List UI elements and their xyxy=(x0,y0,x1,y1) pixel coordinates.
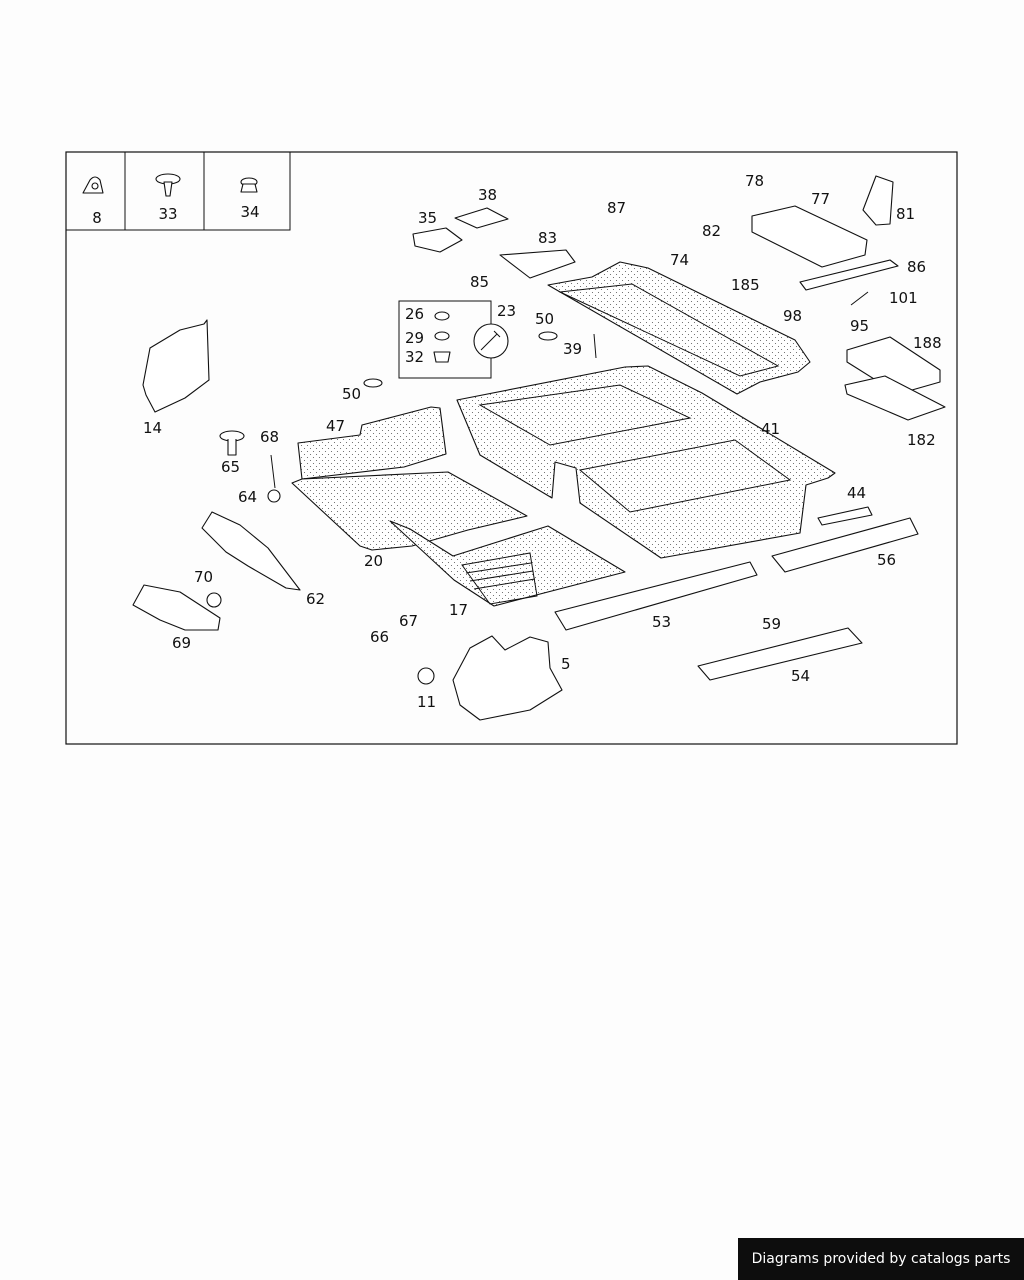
sill-strip-54 xyxy=(697,627,863,681)
rail-86 xyxy=(799,259,899,291)
callout-53: 53 xyxy=(652,613,671,631)
callout-65: 65 xyxy=(221,458,240,476)
callout-83: 83 xyxy=(538,229,557,247)
callout-87: 87 xyxy=(607,199,626,217)
callout-78: 78 xyxy=(745,172,764,190)
callout-56: 56 xyxy=(877,551,896,569)
callout-44: 44 xyxy=(847,484,866,502)
callout-5: 5 xyxy=(561,655,571,673)
fastener-kit-box: 26 29 32 23 xyxy=(398,300,516,379)
kit-item-29: 29 xyxy=(405,329,424,347)
cover-38 xyxy=(454,207,509,229)
callout-185: 185 xyxy=(731,276,760,294)
callout-50a: 50 xyxy=(342,385,361,403)
callout-20: 20 xyxy=(364,552,383,570)
clip-50-icon xyxy=(363,378,383,388)
callout-68: 68 xyxy=(260,428,279,446)
legend-label-33: 33 xyxy=(158,205,177,223)
callout-101: 101 xyxy=(889,289,918,307)
floor-mat-17 xyxy=(389,520,626,607)
nut-70-icon xyxy=(206,592,222,608)
plug-icon xyxy=(240,177,258,193)
cover-panel-77 xyxy=(751,205,868,268)
bracket-69 xyxy=(132,584,221,631)
floor-mat-20 xyxy=(291,471,528,551)
legend-table: 8 33 34 xyxy=(66,152,291,231)
callout-85: 85 xyxy=(470,273,489,291)
callout-41: 41 xyxy=(761,420,780,438)
callout-188: 188 xyxy=(913,334,942,352)
kit-item-26: 26 xyxy=(405,305,424,323)
trim-panel-5 xyxy=(452,635,563,721)
callout-66: 66 xyxy=(370,628,389,646)
strip-44 xyxy=(817,506,873,526)
box-188 xyxy=(846,336,941,395)
wrench-icon xyxy=(473,323,509,359)
callout-38: 38 xyxy=(478,186,497,204)
callout-47: 47 xyxy=(326,417,345,435)
legend-label-8: 8 xyxy=(92,209,102,227)
floor-mat-47 xyxy=(297,406,447,480)
callout-35: 35 xyxy=(418,209,437,227)
grommet-icon xyxy=(82,176,104,194)
side-panel-14 xyxy=(142,319,210,413)
sill-strip-56 xyxy=(771,517,919,573)
screw-11-icon xyxy=(417,667,435,685)
trim-panel-62 xyxy=(201,511,301,591)
callout-54: 54 xyxy=(791,667,810,685)
callout-11: 11 xyxy=(417,693,436,711)
callout-14: 14 xyxy=(143,419,162,437)
clip-83 xyxy=(499,249,576,279)
kit-item-32: 32 xyxy=(405,348,424,366)
washer-64-icon xyxy=(267,489,281,503)
rear-floor-carpet xyxy=(456,365,836,559)
clip-icon xyxy=(155,173,181,197)
callout-74: 74 xyxy=(670,251,689,269)
callout-labels: 5 11 14 17 20 35 38 39 41 44 47 50 50 53… xyxy=(143,172,942,711)
callout-182: 182 xyxy=(907,431,936,449)
legend-label-34: 34 xyxy=(240,203,259,221)
callout-69: 69 xyxy=(172,634,191,652)
cover-35 xyxy=(412,227,463,253)
callout-39: 39 xyxy=(563,340,582,358)
callout-67: 67 xyxy=(399,612,418,630)
callout-17: 17 xyxy=(449,601,468,619)
sill-strip-53 xyxy=(554,561,758,631)
callout-82: 82 xyxy=(702,222,721,240)
callout-64: 64 xyxy=(238,488,257,506)
diagram-frame xyxy=(65,151,958,745)
callout-59: 59 xyxy=(762,615,781,633)
kit-number-23: 23 xyxy=(497,302,516,320)
callout-98: 98 xyxy=(783,307,802,325)
bracket-81 xyxy=(862,175,894,226)
clip-50b-icon xyxy=(538,331,558,341)
callout-77: 77 xyxy=(811,190,830,208)
tray-182 xyxy=(844,375,946,421)
callout-62: 62 xyxy=(306,590,325,608)
callout-70: 70 xyxy=(194,568,213,586)
rear-shelf-carpet xyxy=(547,261,811,395)
credit-banner: Diagrams provided by catalogs parts xyxy=(738,1238,1024,1280)
callout-81: 81 xyxy=(896,205,915,223)
callout-95: 95 xyxy=(850,317,869,335)
callout-50b: 50 xyxy=(535,310,554,328)
callout-86: 86 xyxy=(907,258,926,276)
